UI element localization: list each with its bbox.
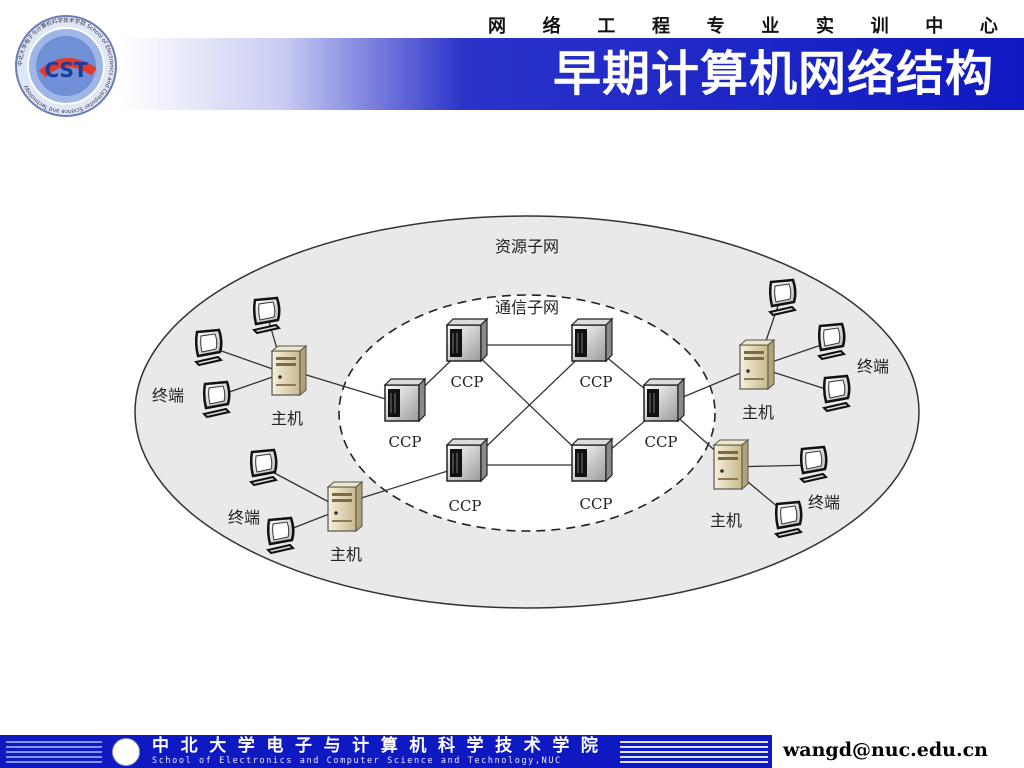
terminal-label: 终端: [808, 493, 840, 512]
terminal-label: 终端: [228, 508, 260, 527]
school-name-char: 学: [466, 736, 484, 756]
school-name-en: School of Electronics and Computer Scien…: [152, 756, 562, 766]
terminal-label: 终端: [152, 386, 184, 405]
ccp-label: CCP: [579, 373, 612, 391]
center-name: 网 络 工 程 专 业 实 训 中 心: [488, 12, 998, 38]
school-name-char: 学: [237, 736, 255, 756]
school-name-char: 院: [580, 736, 598, 756]
center-name-char: 程: [651, 16, 670, 37]
center-name-char: 网: [488, 16, 506, 37]
footer-logo: [112, 738, 140, 766]
resource-subnet-label: 资源子网: [495, 237, 559, 256]
ccp-label: CCP: [450, 373, 483, 391]
school-logo: CST 中北大学电子与计算机科学技术学院 School of Electroni…: [15, 15, 117, 117]
ccp-label: CCP: [579, 495, 612, 513]
ccp-node: [571, 438, 613, 482]
page-title: 早期计算机网络结构: [552, 46, 994, 102]
contact-email: wangd@nuc.edu.cn: [782, 739, 988, 761]
center-name-char: 工: [597, 16, 616, 37]
school-name-char: 大: [209, 736, 227, 756]
school-name-char: 中: [152, 736, 169, 756]
ccp-node: [446, 318, 488, 362]
host-server: [739, 339, 775, 390]
school-name-char: 计: [352, 736, 370, 756]
host-label: 主机: [271, 409, 303, 428]
communication-subnet-ellipse: [338, 294, 716, 532]
center-name-char: 专: [706, 16, 725, 37]
host-server: [271, 345, 307, 396]
host-server: [713, 439, 749, 490]
host-label: 主机: [742, 403, 774, 422]
ccp-label: CCP: [448, 497, 481, 515]
center-name-char: 心: [979, 16, 998, 37]
ccp-node: [446, 438, 488, 482]
logo-monogram: CST: [44, 58, 87, 82]
ccp-node: [643, 378, 685, 422]
school-name-char: 科: [437, 736, 455, 756]
school-name-char: 北: [180, 736, 198, 756]
communication-subnet-label: 通信子网: [495, 298, 559, 317]
school-name-char: 机: [409, 736, 427, 756]
school-name-char: 术: [523, 736, 541, 756]
center-name-char: 中: [925, 16, 944, 37]
footer-decoration: [6, 741, 102, 763]
school-name-char: 学: [552, 736, 570, 756]
school-name-char: 子: [294, 736, 312, 756]
school-name-cn: 中 北 大 学 电 子 与 计 算 机 科 学 技 术 学 院: [152, 737, 598, 756]
school-name-char: 技: [495, 736, 513, 756]
ccp-node: [571, 318, 613, 362]
school-name-char: 电: [266, 736, 284, 756]
ccp-label: CCP: [644, 433, 677, 451]
terminal-label: 终端: [857, 357, 889, 376]
ccp-node: [384, 378, 426, 422]
school-name-char: 与: [323, 736, 341, 756]
center-name-char: 训: [870, 16, 889, 37]
school-name-char: 算: [380, 736, 398, 756]
host-server: [327, 481, 363, 532]
center-name-char: 实: [815, 16, 834, 37]
ccp-label: CCP: [388, 433, 421, 451]
title-bar: [120, 38, 1024, 110]
host-label: 主机: [330, 545, 362, 564]
footer-decoration: [620, 741, 768, 763]
center-name-char: 络: [542, 16, 561, 37]
center-name-char: 业: [761, 16, 780, 37]
host-label: 主机: [710, 511, 742, 530]
